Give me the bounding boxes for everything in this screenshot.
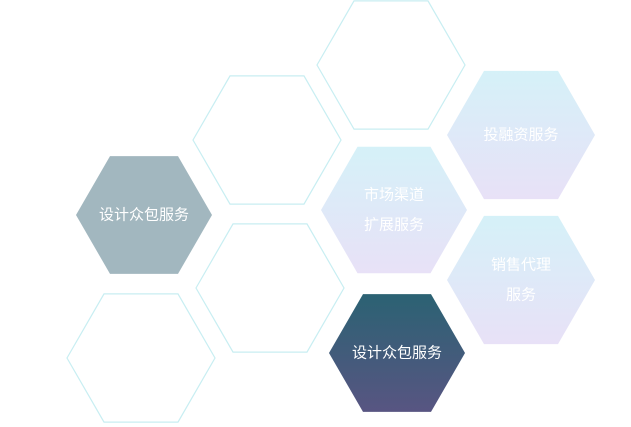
hexagon-shape xyxy=(316,0,466,130)
hexagon-label: 设计众包服务 xyxy=(99,206,189,224)
hexagon-financing: 投融资服务 xyxy=(447,70,595,200)
hexagon-design-crowdsource-dark: 设计众包服务 xyxy=(329,294,465,412)
hexagon-top-center xyxy=(316,0,466,130)
hexagon-label: 销售代理 xyxy=(491,256,551,274)
hexagon-shape xyxy=(76,156,212,274)
hexagon-label: 服务 xyxy=(506,286,536,304)
hexagon-shape xyxy=(66,293,216,423)
hexagon-middle-left xyxy=(195,223,345,353)
hexagon-label: 市场渠道 xyxy=(364,186,424,204)
hexagon-shape xyxy=(447,70,595,200)
hexagon-shape xyxy=(321,146,467,274)
hexagon-upper-left xyxy=(192,75,342,205)
hexagon-label: 投融资服务 xyxy=(483,126,558,144)
hexagon-shape xyxy=(329,294,465,412)
hexagon-shape xyxy=(195,223,345,353)
hexagon-label: 扩展服务 xyxy=(364,216,424,234)
hexagon-label: 设计众包服务 xyxy=(352,344,442,362)
hexagon-design-crowdsource-gray: 设计众包服务 xyxy=(76,156,212,274)
hexagon-shape xyxy=(447,215,595,345)
hexagon-bottom-left xyxy=(66,293,216,423)
hexagon-shape xyxy=(192,75,342,205)
